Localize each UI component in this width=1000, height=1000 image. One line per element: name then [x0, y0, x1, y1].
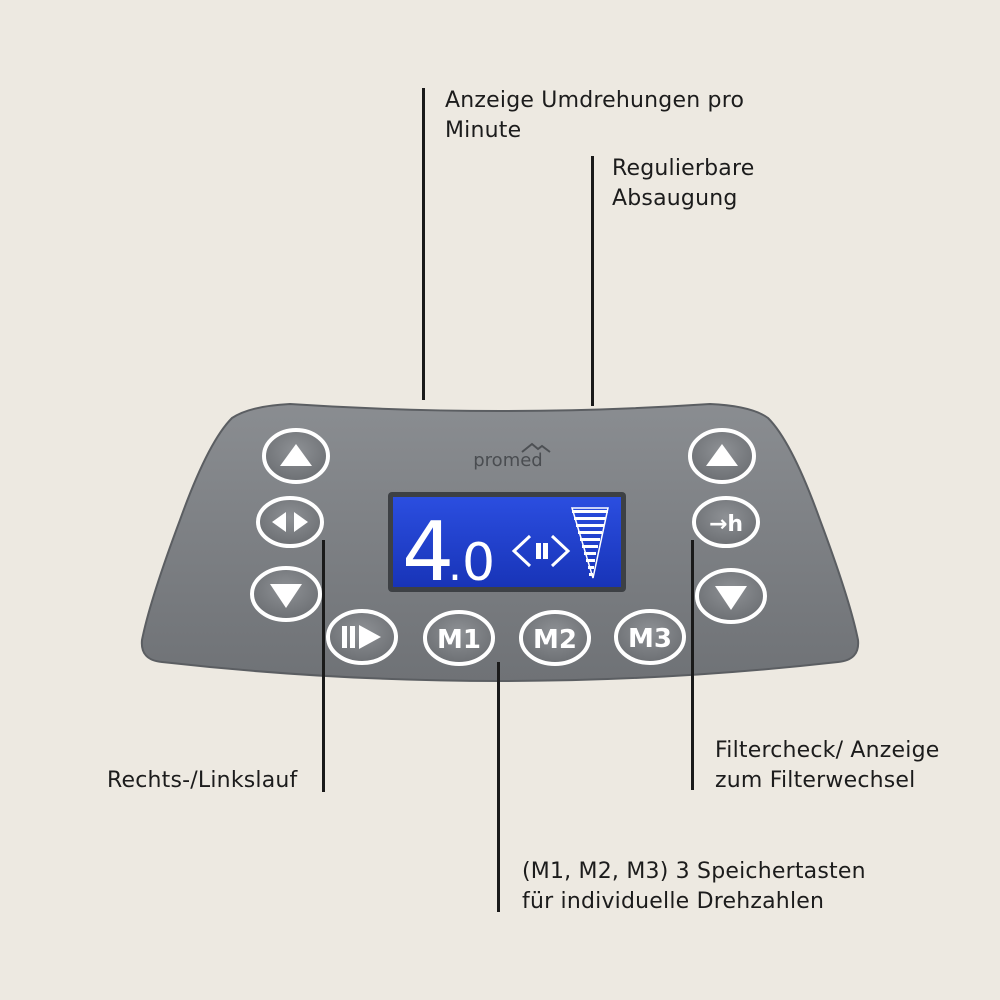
leader-memory	[497, 662, 500, 912]
memory-m1-label: M1	[437, 625, 481, 655]
right-down-button[interactable]	[695, 568, 767, 624]
arrow-up-icon	[280, 444, 312, 466]
callout-rpm-display: Anzeige Umdrehungen pro Minute	[445, 86, 744, 146]
callout-filter-line1: Filtercheck/ Anzeige	[715, 738, 940, 763]
lcd-rpm-integer: 4	[402, 505, 454, 600]
callout-memory-line2: für individuelle Drehzahlen	[522, 889, 825, 914]
arrow-up-icon	[706, 444, 738, 466]
lcd-direction-icon	[511, 534, 571, 568]
filter-timer-label: →h	[709, 512, 743, 537]
lcd-rpm-dot: .	[448, 540, 462, 591]
leader-rpm	[422, 88, 425, 400]
left-up-button[interactable]	[262, 428, 330, 484]
callout-rpm-line1: Anzeige Umdrehungen pro	[445, 88, 745, 113]
right-up-button[interactable]	[688, 428, 756, 484]
callout-suction-line1: Regulierbare	[612, 156, 755, 181]
callout-filter-line2: zum Filterwechsel	[715, 768, 916, 793]
memory-m3-label: M3	[628, 624, 672, 654]
arrow-down-icon	[715, 586, 747, 610]
callout-filter: Filtercheck/ Anzeige zum Filterwechsel	[715, 736, 940, 796]
play-pause-icon	[342, 625, 381, 649]
logo-mountain-icon	[521, 442, 551, 453]
direction-toggle-button[interactable]	[256, 496, 324, 548]
leader-suction	[591, 156, 594, 406]
arrow-down-icon	[270, 584, 302, 608]
leader-filter	[691, 540, 694, 790]
callout-suction-line2: Absaugung	[612, 186, 738, 211]
play-pause-button[interactable]	[326, 609, 398, 665]
lcd-rpm-decimal: 0	[462, 533, 495, 593]
brand-logo: promed	[473, 442, 551, 471]
callout-suction: Regulierbare Absaugung	[612, 154, 755, 214]
callout-memory: (M1, M2, M3) 3 Speichertasten für indivi…	[522, 857, 866, 917]
memory-m2-label: M2	[533, 625, 577, 655]
memory-m3-button[interactable]: M3	[614, 609, 686, 665]
callout-rpm-line2: Minute	[445, 118, 522, 143]
brand-name: promed	[473, 450, 542, 471]
lcd-suction-level-icon	[570, 507, 609, 579]
arrow-left-right-icon	[272, 512, 308, 532]
left-down-button[interactable]	[250, 566, 322, 622]
filter-timer-button[interactable]: →h	[692, 496, 760, 548]
callout-memory-line1: (M1, M2, M3) 3 Speichertasten	[522, 859, 866, 884]
callout-direction: Rechts-/Linkslauf	[107, 766, 298, 796]
leader-direction	[322, 540, 325, 792]
memory-m2-button[interactable]: M2	[519, 610, 591, 666]
memory-m1-button[interactable]: M1	[423, 610, 495, 666]
callout-direction-line1: Rechts-/Linkslauf	[107, 768, 298, 793]
